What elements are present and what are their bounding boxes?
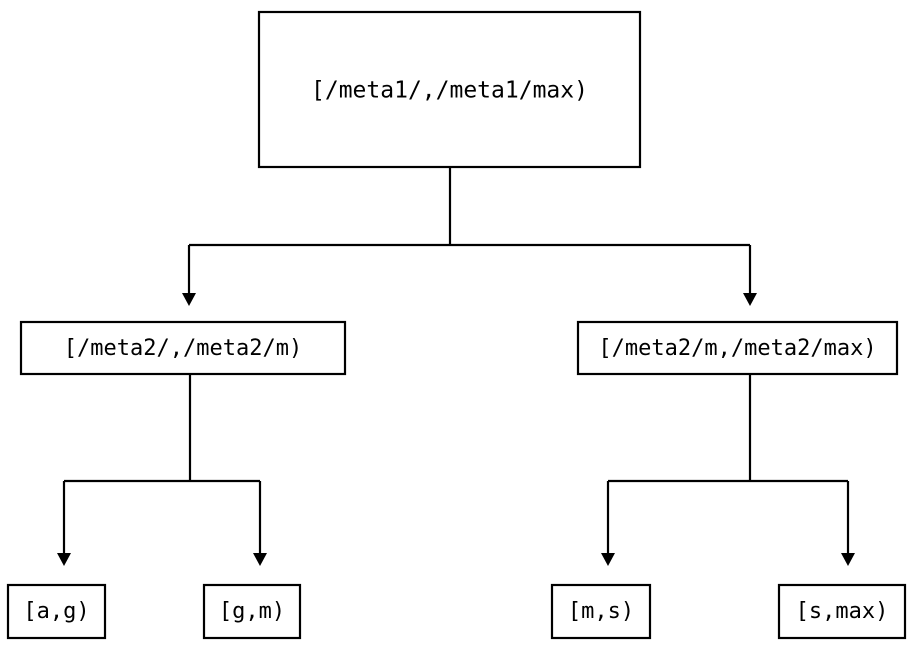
node-leaf-ms-label: [m,s): [568, 599, 634, 624]
arrowhead-root-midright: [743, 293, 757, 306]
node-leaf-smax-box[interactable]: [777, 583, 907, 640]
edge-group-midright: [601, 374, 855, 566]
node-leaf-smax[interactable]: [s,max): [777, 583, 907, 640]
node-leaf-ms-box[interactable]: [550, 583, 652, 640]
node-mid-right-label: [/meta2/m,/meta2/max): [598, 336, 876, 361]
node-leaf-ag-box[interactable]: [6, 583, 107, 640]
node-mid-left-label: [/meta2/,/meta2/m): [64, 336, 302, 361]
node-leaf-ag-label: [a,g): [23, 599, 89, 624]
node-leaf-gm-box[interactable]: [202, 583, 302, 640]
node-mid-left[interactable]: [/meta2/,/meta2/m): [19, 320, 347, 376]
node-mid-right[interactable]: [/meta2/m,/meta2/max): [576, 320, 899, 376]
edge-group-root: [182, 167, 757, 306]
node-leaf-gm[interactable]: [g,m): [202, 583, 302, 640]
arrowhead-midright-ms: [601, 553, 615, 566]
arrowhead-midleft-ag: [57, 553, 71, 566]
edge-group-midleft: [57, 374, 267, 566]
node-root-box[interactable]: [257, 10, 642, 169]
node-mid-left-box[interactable]: [19, 320, 347, 376]
node-root-label: [/meta1/,/meta1/max): [311, 78, 588, 104]
node-leaf-gm-label: [g,m): [219, 599, 285, 624]
node-leaf-ag[interactable]: [a,g): [6, 583, 107, 640]
node-leaf-ms[interactable]: [m,s): [550, 583, 652, 640]
arrowhead-midleft-gm: [253, 553, 267, 566]
arrowhead-midright-smax: [841, 553, 855, 566]
node-mid-right-box[interactable]: [576, 320, 899, 376]
node-leaf-smax-label: [s,max): [796, 599, 889, 624]
node-root[interactable]: [/meta1/,/meta1/max): [257, 10, 642, 169]
arrowhead-root-midleft: [182, 293, 196, 306]
